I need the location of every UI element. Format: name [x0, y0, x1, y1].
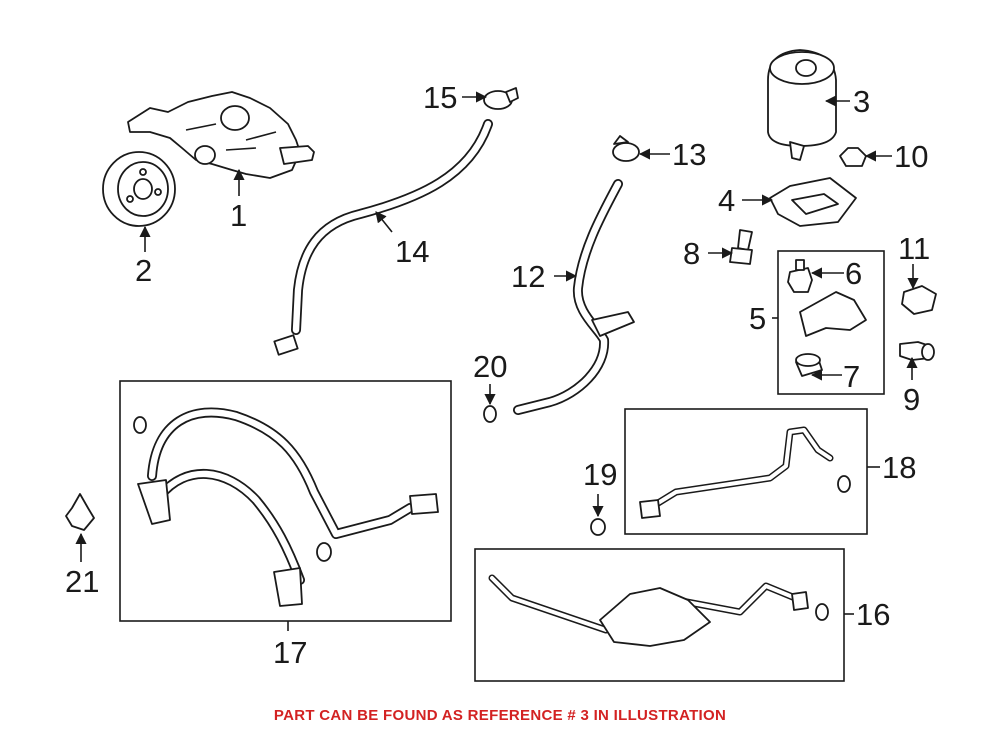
callout-21: 21: [65, 564, 99, 599]
callout-12: 12: [511, 259, 545, 294]
callout-7: 7: [843, 359, 860, 394]
o-ring-20: [483, 405, 497, 423]
callout-1: 1: [230, 198, 247, 233]
reservoir: [767, 49, 837, 161]
callout-4: 4: [718, 183, 735, 218]
callout-5: 5: [749, 301, 766, 336]
supply-hose-12: [513, 179, 635, 415]
mount-6: [787, 259, 813, 293]
bracket-5: [799, 291, 867, 337]
power-steering-pump: [127, 91, 315, 179]
callout-6: 6: [845, 256, 862, 291]
callout-3: 3: [853, 84, 870, 119]
callout-18: 18: [882, 450, 916, 485]
callout-16: 16: [856, 597, 890, 632]
callout-14: 14: [395, 234, 429, 269]
return-hose-14: [273, 119, 493, 356]
clip-11: [901, 285, 937, 315]
callout-19: 19: [583, 457, 617, 492]
clip-21: [65, 493, 95, 531]
o-ring-19: [590, 518, 606, 536]
cooler-assembly-16: [488, 574, 829, 647]
callout-11: 11: [898, 231, 930, 266]
mount-7: [795, 353, 823, 377]
nut-10: [839, 147, 867, 167]
reference-footnote: PART CAN BE FOUND AS REFERENCE # 3 IN IL…: [273, 707, 727, 724]
callout-15: 15: [423, 80, 457, 115]
callout-numbers: 1 2 3 4 5 6 7 8 9 10 11 12 13 14 15 16 1…: [65, 80, 930, 670]
bolt-8: [729, 229, 753, 265]
callout-9: 9: [903, 382, 920, 417]
pressure-hose-17: [133, 407, 439, 607]
bolt-9: [899, 341, 935, 361]
pressure-hose-frame: [119, 380, 452, 622]
callout-10: 10: [894, 139, 928, 174]
callout-17: 17: [273, 635, 307, 670]
cooler-line-frame: [624, 408, 868, 535]
cooler-assembly-frame: [474, 548, 845, 682]
clamp-13: [612, 135, 640, 162]
reservoir-bracket: [769, 177, 857, 227]
callout-leaders: [75, 91, 919, 631]
clamp-15: [483, 87, 519, 110]
cooler-line-18: [639, 426, 851, 519]
bracket-kit-frame: [777, 250, 885, 395]
pulley: [102, 151, 176, 227]
callout-8: 8: [683, 236, 700, 271]
callout-20: 20: [473, 349, 507, 384]
callout-13: 13: [672, 137, 706, 172]
callout-2: 2: [135, 253, 152, 288]
